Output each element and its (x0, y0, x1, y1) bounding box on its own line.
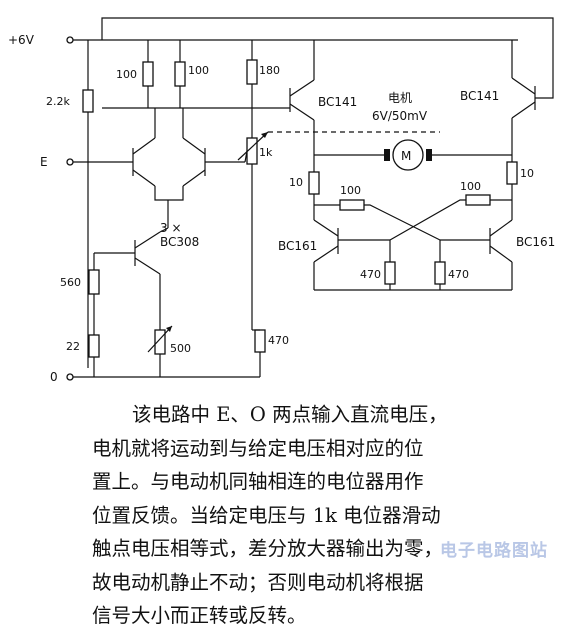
label-10-right: 10 (520, 167, 534, 180)
caption-line: 置上。与电动机同轴相连的电位器用作 (92, 470, 424, 493)
current-source-transistor (93, 227, 169, 330)
resistor-100-a (142, 40, 154, 108)
circuit-schematic: +6V 0 E 2.2k 100 100 180 1k 10 10 100 10… (8, 17, 555, 384)
diff-transistor-right (182, 108, 245, 187)
label-180: 180 (259, 64, 280, 77)
label-bc141-right: BC141 (460, 89, 499, 103)
label-2.2k: 2.2k (46, 95, 70, 108)
drive-transistor-left (289, 40, 315, 172)
caption-line: 位置反馈。当给定电压与 1k 电位器滑动 (92, 503, 441, 527)
label-100-a: 100 (116, 68, 137, 81)
label-bc141-left: BC141 (318, 95, 357, 109)
label-470-right: 470 (448, 268, 469, 281)
input-label: E (40, 155, 48, 169)
motor-title: 电机 (388, 91, 412, 105)
watermark: 电子电路图站 (440, 541, 548, 561)
label-100-cross-left: 100 (340, 184, 361, 197)
lower-transistor-right (439, 205, 513, 290)
label-500: 500 (170, 342, 191, 355)
ground-rail (66, 373, 260, 381)
pot-500 (147, 325, 173, 377)
resistor-10-left (308, 171, 320, 210)
lower-transistor-left (313, 210, 391, 290)
caption-line: 故电动机静止不动；否则电动机将根据 (92, 570, 424, 594)
ground-label: 0 (50, 370, 58, 384)
resistor-180 (246, 40, 258, 138)
caption-text: 该电路中 E、O 两点输入直流电压， 电机就将运动到与给定电压相对应的位 置上。… (92, 398, 547, 633)
caption-line: 该电路中 E、O 两点输入直流电压， (132, 403, 448, 426)
label-10-left: 10 (289, 176, 303, 189)
supply-rail (66, 36, 518, 44)
resistor-100-cross-right (465, 194, 491, 206)
caption-line: 信号大小而正转或反转。 (92, 604, 307, 627)
resistor-470-left (384, 261, 396, 290)
label-560: 560 (60, 276, 81, 289)
label-bc161-right: BC161 (516, 235, 555, 249)
label-bc308: 3 × BC308 (160, 221, 199, 249)
resistor-100-cross-left (339, 199, 365, 211)
motor-symbol: M (401, 149, 411, 163)
caption-line: 电机就将运动到与给定电压相对应的位 (92, 436, 424, 460)
motor-rating: 6V/50mV (372, 109, 428, 123)
resistor-470-right (434, 261, 446, 290)
motor (314, 139, 512, 171)
supply-terminal (66, 36, 74, 44)
resistor-10-right (506, 161, 518, 205)
label-22: 22 (66, 340, 80, 353)
resistor-22 (88, 294, 100, 377)
resistor-560 (88, 269, 100, 295)
label-470-left: 470 (360, 268, 381, 281)
diff-transistor-left (66, 108, 156, 187)
resistor-2.2k (82, 40, 94, 368)
drive-transistor-right (511, 40, 536, 162)
label-100-cross-right: 100 (460, 180, 481, 193)
top-feedback-loop (101, 17, 554, 99)
input-terminal (66, 158, 74, 166)
ground-terminal (66, 373, 74, 381)
resistor-470-bottom (252, 329, 266, 377)
pot-1k (237, 131, 269, 330)
caption-line: 触点电压相等式，差分放大器输出为零， (92, 537, 444, 560)
label-bc161-left: BC161 (278, 239, 317, 253)
label-100-b: 100 (188, 64, 209, 77)
resistor-100-b (174, 40, 186, 108)
label-470-bottom: 470 (268, 334, 289, 347)
label-1k: 1k (259, 146, 273, 159)
supply-label: +6V (8, 33, 35, 47)
